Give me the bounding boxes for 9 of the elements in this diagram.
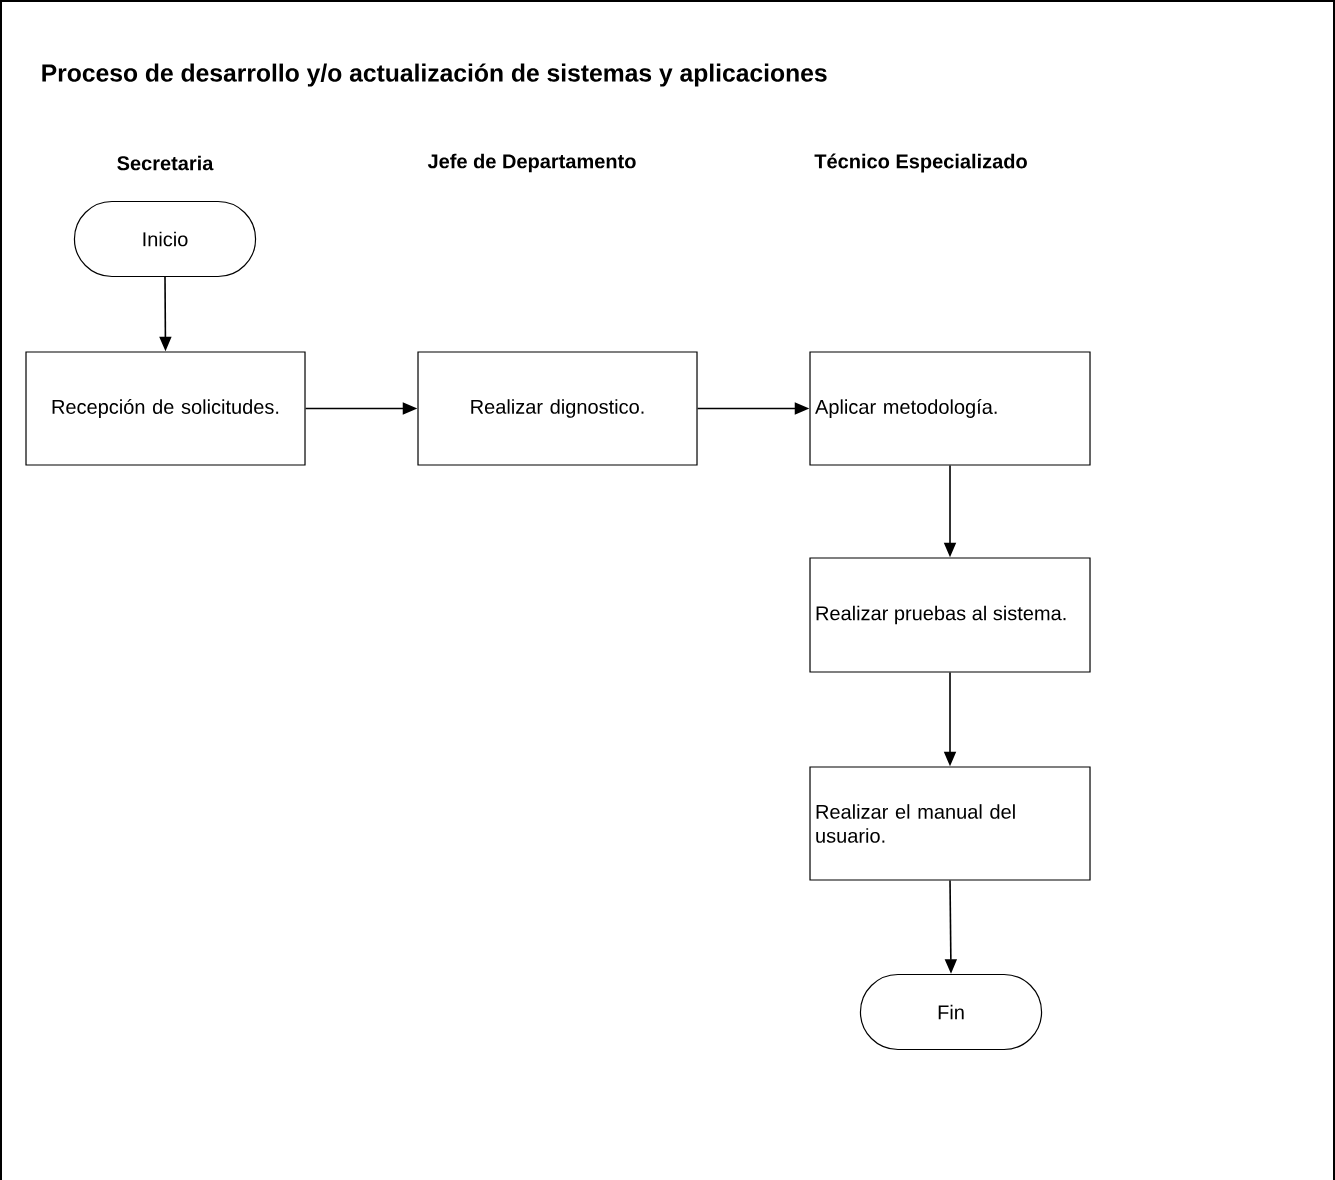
title: Proceso de desarrollo y/o actualización de sistemas y aplicaciones <box>42 63 827 87</box>
lane-heading: Jefe de Departamento <box>427 153 636 173</box>
process-box: Realizar el manual del usuario. <box>809 766 1091 881</box>
process-box: Recepción de solicitudes. <box>25 351 306 466</box>
process-box: Realizar pruebas al sistema. <box>809 557 1091 673</box>
lane-heading: Técnico Especializado <box>814 153 1027 173</box>
process-box: Realizar dignostico. <box>417 351 698 466</box>
process-box: Aplicar metodología. <box>809 351 1091 466</box>
lane-heading: Secretaria <box>117 155 214 171</box>
